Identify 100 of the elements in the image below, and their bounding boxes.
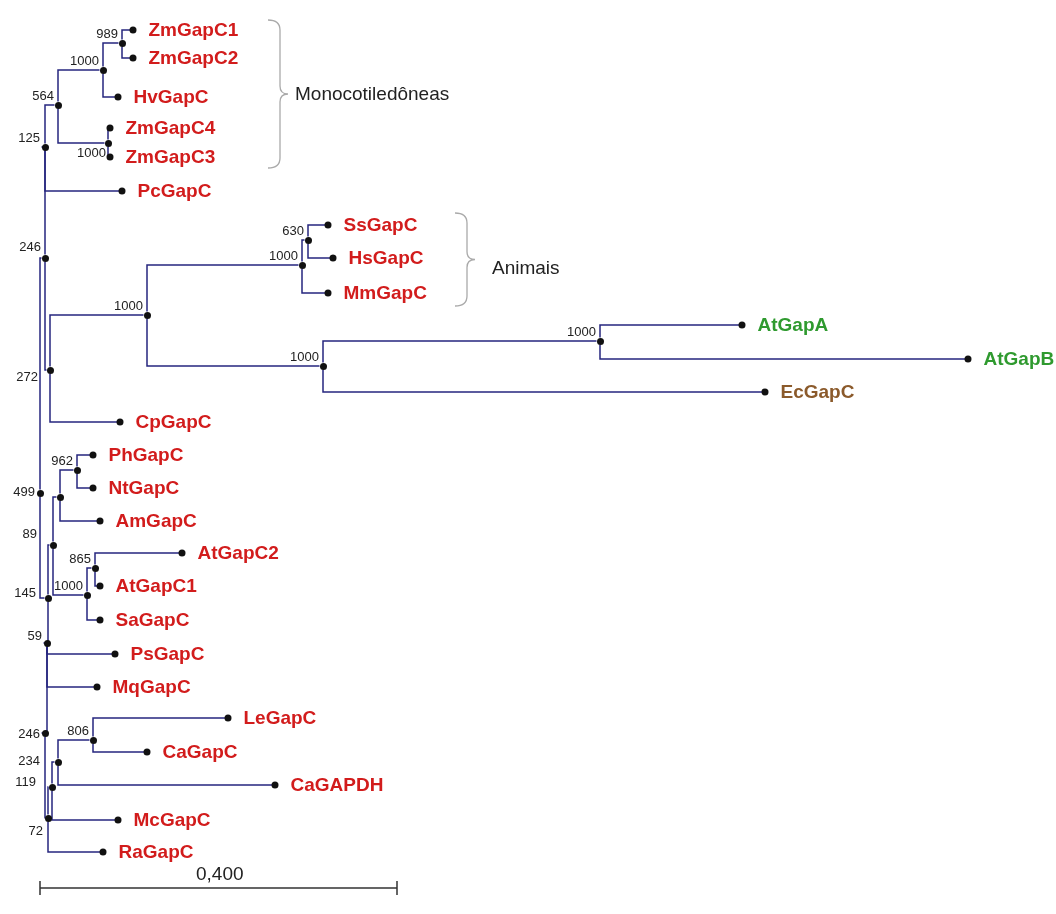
- node-dot: [36, 489, 44, 497]
- node-dot: [54, 758, 62, 766]
- node-dot: [44, 814, 52, 822]
- tree-branch: [49, 314, 145, 368]
- tree-branch: [47, 786, 50, 816]
- tree-branch: [94, 549, 186, 566]
- taxon-label: MqGapC: [100, 675, 191, 699]
- node-dot: [304, 236, 312, 244]
- taxon-label: SsGapC: [331, 213, 418, 237]
- node-dot: [143, 311, 151, 319]
- tree-branch: [39, 257, 43, 491]
- tree-branch: [86, 567, 93, 593]
- taxon-label: CaGAPDH: [278, 773, 384, 797]
- bootstrap-value: 962: [51, 454, 73, 468]
- tree-branch: [86, 597, 104, 624]
- tree-branch: [301, 267, 332, 297]
- tree-branch: [57, 69, 101, 103]
- taxon-label: AtGapA: [745, 313, 829, 337]
- tree-branch: [146, 264, 300, 313]
- taxon-label: HsGapC: [336, 246, 424, 270]
- bootstrap-value: 630: [282, 224, 304, 238]
- tree-branch: [44, 104, 56, 145]
- tree-branch: [94, 570, 104, 590]
- node-dot: [73, 466, 81, 474]
- taxon-label: SaGapC: [103, 608, 190, 632]
- taxon-label: PsGapC: [118, 642, 205, 666]
- node-dot: [56, 493, 64, 501]
- taxon-label: ZmGapC4: [113, 116, 216, 140]
- taxon-label: CaGapC: [150, 740, 238, 764]
- tree-branch: [76, 451, 97, 468]
- bootstrap-value: 806: [67, 724, 89, 738]
- node-dot: [83, 591, 91, 599]
- taxon-label: AtGapB: [971, 347, 1055, 371]
- bootstrap-value: 865: [69, 552, 91, 566]
- tree-branch: [51, 789, 122, 824]
- bootstrap-value: 119: [15, 775, 36, 789]
- node-dot: [43, 639, 51, 647]
- tree-branch: [102, 72, 122, 101]
- node-dot: [54, 101, 62, 109]
- taxon-label: PcGapC: [125, 179, 212, 203]
- bootstrap-value: 1000: [70, 54, 99, 68]
- node-dot: [44, 594, 52, 602]
- tree-branch: [102, 42, 120, 68]
- bootstrap-value: 989: [96, 27, 118, 41]
- bootstrap-value: 125: [18, 131, 40, 145]
- node-dot: [89, 736, 97, 744]
- tree-branch: [322, 340, 598, 364]
- node-dot: [41, 254, 49, 262]
- tree-branch: [76, 472, 97, 492]
- bootstrap-value: 1000: [54, 579, 83, 593]
- tree-branch: [121, 45, 137, 62]
- bootstrap-value: 499: [13, 485, 35, 499]
- taxon-label: NtGapC: [96, 476, 180, 500]
- taxon-label: ZmGapC2: [136, 46, 239, 70]
- tree-branch: [92, 714, 232, 738]
- node-dot: [41, 143, 49, 151]
- tree-branch: [307, 221, 332, 238]
- tree-branch: [44, 149, 126, 195]
- tree-branch: [47, 820, 107, 856]
- tree-branch: [301, 239, 306, 263]
- node-dot: [91, 564, 99, 572]
- bootstrap-value: 272: [16, 370, 38, 384]
- tree-branch: [43, 735, 46, 819]
- taxon-label: EcGapC: [768, 380, 855, 404]
- bootstrap-value: 1000: [290, 350, 319, 364]
- scale-label: 0,400: [196, 863, 244, 885]
- taxon-label: AmGapC: [103, 509, 197, 533]
- bootstrap-value: 234: [18, 754, 40, 768]
- bootstrap-value: 564: [32, 89, 54, 103]
- bootstrap-value: 1000: [269, 249, 298, 263]
- tree-branch: [52, 547, 85, 596]
- tree-branch: [39, 495, 46, 599]
- bootstrap-value: 246: [18, 727, 40, 741]
- tree-branch: [307, 242, 337, 262]
- taxon-label: HvGapC: [121, 85, 209, 109]
- taxon-label: RaGapC: [106, 840, 194, 864]
- node-dot: [41, 729, 49, 737]
- node-dot: [49, 541, 57, 549]
- tree-branch: [49, 372, 124, 426]
- tree-branch: [57, 739, 91, 760]
- taxon-label: ZmGapC3: [113, 145, 216, 169]
- node-dot: [319, 362, 327, 370]
- taxon-label: AtGapC1: [103, 574, 197, 598]
- tree-branch: [51, 761, 56, 785]
- clade-label: Animais: [492, 257, 560, 279]
- tree-branch: [106, 145, 114, 161]
- tree-branch: [92, 742, 151, 756]
- bootstrap-value: 89: [22, 527, 37, 541]
- taxon-label: MmGapC: [331, 281, 427, 305]
- node-dot: [118, 39, 126, 47]
- taxon-label: CpGapC: [123, 410, 212, 434]
- bootstrap-value: 1000: [77, 146, 106, 160]
- tree-branch: [322, 368, 769, 396]
- node-dot: [48, 783, 56, 791]
- bootstrap-value: 59: [27, 629, 42, 643]
- tree-branch: [59, 469, 75, 495]
- tree-branch: [59, 499, 104, 525]
- tree-branch: [121, 26, 137, 41]
- node-dot: [596, 337, 604, 345]
- taxon-label: LeGapC: [231, 706, 317, 730]
